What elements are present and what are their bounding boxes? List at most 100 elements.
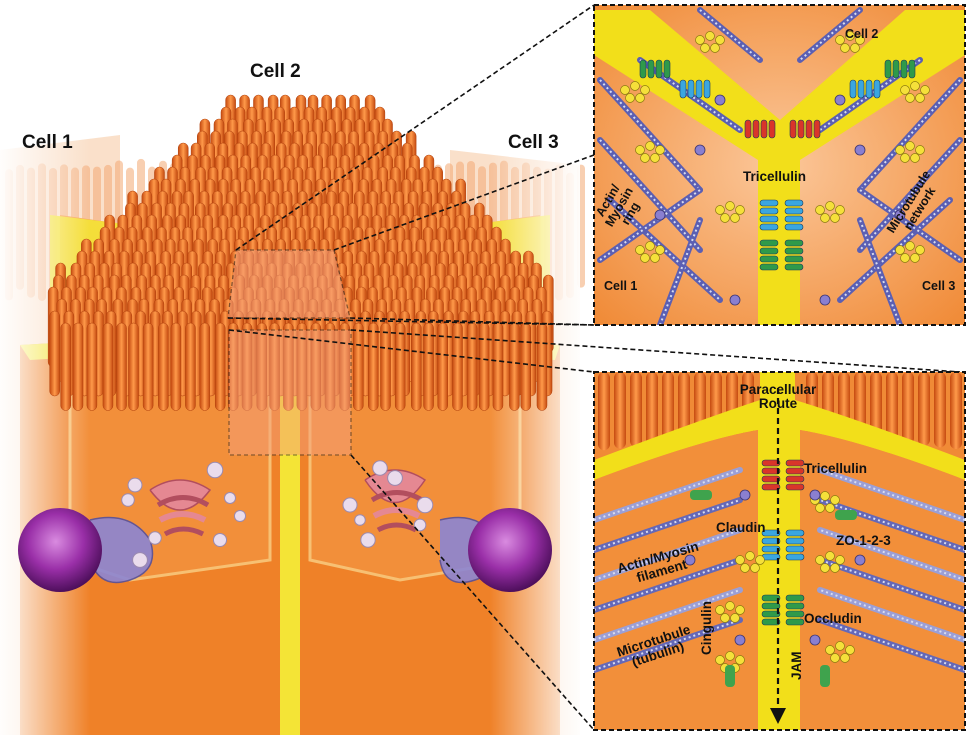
protein-segment: [639, 59, 647, 79]
top-inset-frame: [593, 4, 966, 326]
left-fade: [0, 140, 90, 735]
microvillus: [72, 322, 84, 411]
zo-domain: [835, 555, 845, 565]
top-inset: [593, 4, 966, 326]
microvillus: [478, 322, 490, 411]
microvillus: [520, 322, 531, 411]
zo-domain: [905, 141, 915, 151]
zo-domain: [725, 201, 735, 211]
zo-domain: [820, 563, 830, 573]
zo-domain: [815, 205, 825, 215]
protein-segment: [759, 247, 779, 255]
zo-domain: [835, 205, 845, 215]
zo-domain: [735, 655, 745, 665]
zo-domain: [730, 613, 740, 623]
protein-segment: [761, 529, 781, 537]
protein-segment: [785, 602, 805, 610]
filament: [857, 137, 963, 253]
microvillus: [452, 322, 463, 411]
zo-label: ZO-1-2-3: [836, 533, 891, 548]
zo-domain: [655, 145, 665, 155]
filament: [607, 197, 723, 303]
zo-pdz-domain: [835, 510, 857, 520]
zo-domain: [830, 495, 840, 505]
filament-detail: [594, 619, 741, 671]
protein-segment: [813, 119, 821, 139]
zo-domain: [705, 31, 715, 41]
filament-detail: [819, 589, 965, 641]
protein-segment: [761, 537, 781, 545]
top-inset-cell-3-label: Cell 3: [922, 279, 956, 293]
protein-segment: [759, 263, 779, 271]
microvillus: [870, 372, 882, 441]
protein-segment: [785, 610, 805, 618]
filament-detail: [819, 619, 965, 671]
zoom-projection-lines: [227, 4, 961, 731]
protein-segment: [849, 79, 857, 99]
microvillus: [394, 322, 406, 411]
microvillus: [437, 322, 448, 411]
protein-segment: [785, 618, 805, 626]
protein-segment: [900, 59, 908, 79]
zo-domain: [855, 35, 865, 45]
vesicles: [121, 460, 434, 568]
zo-domain: [745, 551, 755, 561]
overview-cell-2-label: Cell 2: [250, 61, 301, 82]
filament-detail: [594, 529, 741, 581]
zo-domain: [735, 555, 745, 565]
protein-segment: [761, 475, 781, 483]
microvillus: [214, 322, 226, 411]
zo-domain: [910, 153, 920, 163]
vesicle: [387, 470, 403, 486]
zo-domain: [655, 245, 665, 255]
zo-domain: [850, 43, 860, 53]
protein-segment: [759, 223, 779, 231]
protein-segment: [784, 223, 804, 231]
zo-domain: [895, 145, 905, 155]
vesicle: [206, 461, 224, 479]
zo-domain: [825, 645, 835, 655]
claudin-label: Claudin: [716, 520, 766, 535]
top-inset-cell-1-label: Cell 1: [604, 279, 638, 293]
zo-domain: [815, 503, 825, 513]
zo-domain: [640, 85, 650, 95]
microvillus: [423, 322, 434, 411]
protein-segment: [761, 467, 781, 475]
vesicle: [223, 491, 237, 505]
zo-domain: [645, 141, 655, 151]
adaptor-domain: [834, 94, 846, 106]
zo-domain: [635, 145, 645, 155]
filament-detail: [594, 499, 741, 551]
zo-domain: [910, 253, 920, 263]
nucleus-right: [468, 508, 552, 592]
microvillus: [199, 322, 211, 411]
filament-detail: [659, 219, 701, 325]
protein-segment: [784, 207, 804, 215]
protein-segment: [785, 483, 805, 491]
zo-domain: [900, 85, 910, 95]
zo-domain: [650, 253, 660, 263]
zo-domain: [720, 213, 730, 223]
zo-domain: [815, 555, 825, 565]
overview-cell-3-label: Cell 3: [508, 132, 559, 153]
occludin-label: Occludin: [804, 611, 862, 626]
protein-segment: [784, 239, 804, 247]
filament-detail: [699, 9, 761, 61]
adaptor-domain: [684, 554, 696, 566]
microvillus: [630, 372, 642, 447]
protein-segment: [759, 199, 779, 207]
protein-segment: [761, 594, 781, 602]
protein-segment: [797, 119, 805, 139]
zo-domain: [820, 213, 830, 223]
zo-domain: [840, 653, 850, 663]
zo-domain: [835, 641, 845, 651]
filament: [597, 137, 703, 253]
protein-segment: [768, 119, 776, 139]
protein-segment: [784, 247, 804, 255]
protein-segment: [679, 79, 687, 99]
zo-domain: [635, 93, 645, 103]
actin-microtubule-network: [597, 7, 963, 325]
filament-detail: [799, 9, 861, 61]
filament-detail: [819, 559, 965, 611]
zo-domain: [715, 655, 725, 665]
